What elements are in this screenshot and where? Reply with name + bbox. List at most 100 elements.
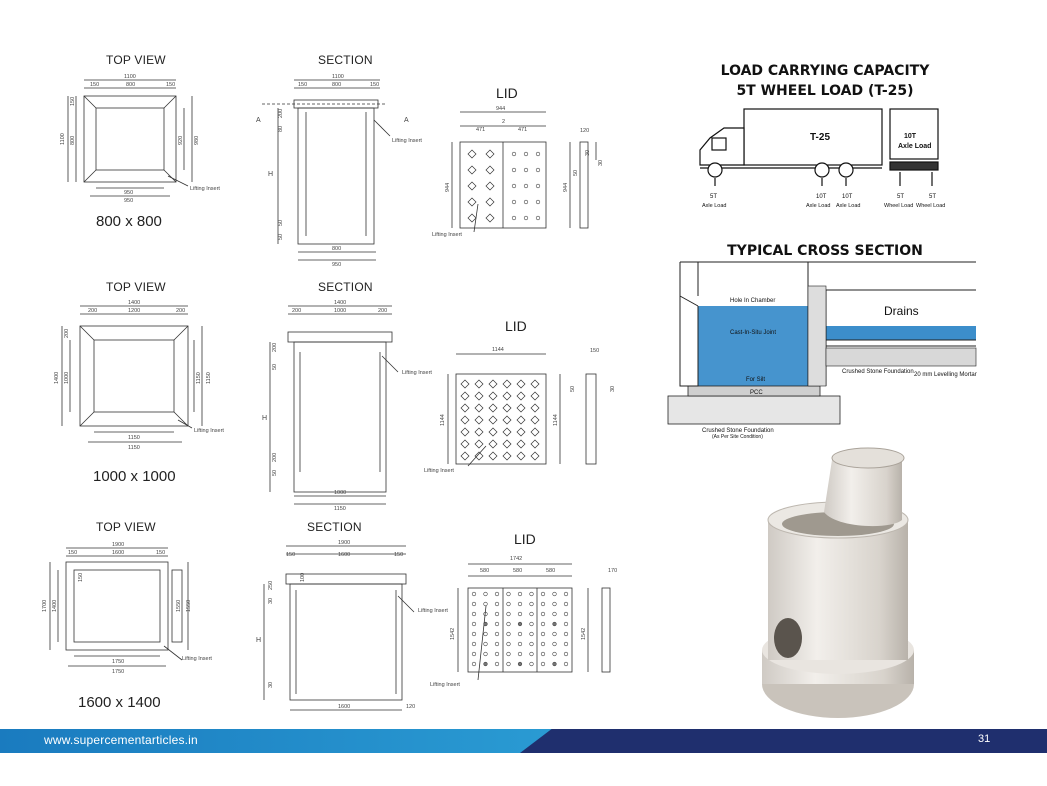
- lid-hole: [483, 631, 488, 637]
- dim-text: 800: [332, 246, 341, 252]
- lid-hole: [488, 391, 498, 401]
- section-1: [262, 79, 391, 261]
- axle-label-top: 5T: [710, 194, 717, 200]
- cross-section-heading: TYPICAL CROSS SECTION: [727, 243, 923, 259]
- lid-pattern-2: [460, 379, 540, 461]
- lid-hole: [523, 215, 529, 221]
- section-3: [263, 545, 415, 711]
- dim-text: 150: [298, 82, 307, 88]
- dim-text: 150: [166, 82, 175, 88]
- lid-hole: [474, 439, 484, 449]
- lid-hole: [552, 601, 557, 607]
- lid-hole: [471, 611, 477, 617]
- axle-label-bottom: Axle Load: [702, 203, 726, 209]
- rear-label-1: 10T: [904, 133, 917, 140]
- dim-text: 30: [598, 160, 604, 166]
- lid-hole: [460, 439, 470, 449]
- lid-hole: [552, 631, 557, 637]
- label-levelling: 20 mm Levelling Mortar: [914, 372, 977, 378]
- lid-hole: [506, 621, 511, 627]
- dim-text: 1150: [128, 445, 140, 451]
- dim-text: 150: [68, 550, 77, 556]
- lid-hole: [516, 379, 526, 389]
- footer-bar-left: [0, 729, 560, 753]
- dim-text: 580: [513, 568, 522, 574]
- dim-text: 1100: [332, 74, 344, 80]
- lid-hole: [517, 631, 523, 637]
- lid-hole: [488, 427, 498, 437]
- dim-text: 150: [156, 550, 165, 556]
- footer-url[interactable]: www.supercementarticles.in: [44, 733, 198, 747]
- lid-hole: [502, 415, 512, 425]
- label-hole: Hole In Chamber: [730, 298, 775, 304]
- axle-label-bottom: Axle Load: [836, 203, 860, 209]
- lid-hole: [467, 197, 477, 207]
- lid-hole: [502, 403, 512, 413]
- lid-hole: [460, 427, 470, 437]
- lid-hole: [529, 661, 534, 667]
- lifting-insert-label: Lifting Insert: [190, 186, 220, 192]
- lid-hole: [488, 415, 498, 425]
- lid-hole: [529, 601, 534, 607]
- lid-hole: [535, 151, 541, 157]
- lid-hole: [485, 165, 495, 175]
- lid-hole: [516, 451, 526, 461]
- lid-hole: [530, 379, 540, 389]
- lid-plan-3: [457, 563, 611, 681]
- lid-hole: [474, 379, 484, 389]
- dim-text: 1542: [450, 628, 456, 640]
- lid-hole: [523, 199, 529, 205]
- lid-hole: [471, 641, 477, 647]
- axle-label-top: 10T: [816, 194, 827, 200]
- lid-hole: [506, 611, 511, 617]
- lid-hole: [494, 601, 500, 607]
- section-title-1: SECTION: [318, 53, 373, 67]
- dim-text: 800: [70, 136, 76, 145]
- lid-hole: [485, 149, 495, 159]
- top-view-title-3: TOP VIEW: [96, 520, 156, 534]
- lid-plan-2: [447, 353, 597, 467]
- lid-hole: [460, 391, 470, 401]
- lid-hole: [506, 661, 511, 667]
- dim-text: 944: [496, 106, 505, 112]
- dim-text: 1100: [124, 74, 136, 80]
- lid-hole: [540, 631, 546, 637]
- dim-text: 1100: [60, 133, 66, 145]
- lid-hole: [517, 651, 523, 657]
- top-view-3: [49, 547, 189, 667]
- dim-text: 50: [278, 234, 284, 240]
- lid-hole: [474, 451, 484, 461]
- dim-text: 1900: [112, 542, 124, 548]
- lid-hole: [506, 601, 511, 607]
- dim-text: 200: [378, 308, 387, 314]
- lid-hole: [552, 591, 557, 597]
- dim-text: 150: [70, 97, 76, 106]
- lid-hole: [471, 631, 477, 637]
- lid-hole: [474, 403, 484, 413]
- lid-hole: [530, 391, 540, 401]
- lid-hole: [483, 611, 488, 617]
- lid-hole: [483, 661, 488, 667]
- dim-text: 150: [590, 348, 599, 354]
- lifting-insert-label: Lifting Insert: [194, 428, 224, 434]
- dim-text: 100: [300, 573, 306, 582]
- lid-hole: [552, 621, 557, 627]
- dim-text: 800: [332, 82, 341, 88]
- lid-hole: [523, 167, 529, 173]
- lifting-insert-label: Lifting Insert: [182, 656, 212, 662]
- lid-hole: [474, 415, 484, 425]
- lid-hole: [467, 165, 477, 175]
- manhole-chamber-image: [762, 447, 914, 718]
- lid-hole: [523, 183, 529, 189]
- lid-hole: [517, 611, 523, 617]
- load-heading-line2: 5T WHEEL LOAD (T-25): [736, 83, 914, 99]
- lid-hole: [529, 651, 534, 657]
- lid-title-3: LID: [514, 531, 536, 547]
- lid-hole: [471, 621, 477, 627]
- dim-text: 1600: [338, 704, 350, 710]
- lid-hole: [485, 213, 495, 223]
- axle-label-top: 5T: [897, 194, 904, 200]
- dim-text: 1400: [128, 300, 140, 306]
- dim-text: 1600: [112, 550, 124, 556]
- label-pcc: PCC: [750, 390, 763, 396]
